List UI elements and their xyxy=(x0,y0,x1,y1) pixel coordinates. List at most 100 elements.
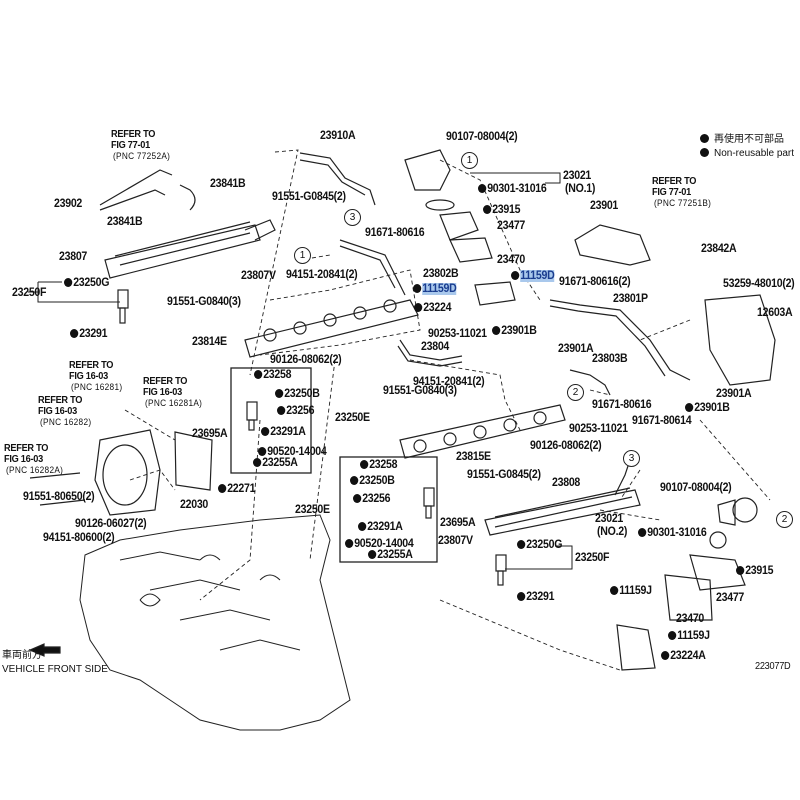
part-callout-23250b[interactable]: 23250B xyxy=(350,475,395,488)
part-callout-23021[interactable]: 23021 xyxy=(595,513,623,526)
part-callout-90126-08062-2-[interactable]: 90126-08062(2) xyxy=(270,354,342,367)
part-callout-91551-80650-2-[interactable]: 91551-80650(2) xyxy=(23,491,95,504)
part-callout-23802b[interactable]: 23802B xyxy=(423,268,459,281)
part-callout-11159j[interactable]: 11159J xyxy=(610,585,652,598)
part-callout-22271[interactable]: 22271 xyxy=(218,483,256,496)
part-callout-23255a[interactable]: 23255A xyxy=(368,549,413,562)
part-callout-23910a[interactable]: 23910A xyxy=(320,130,356,143)
part-callout-23901a[interactable]: 23901A xyxy=(558,343,594,356)
part-callout-23258[interactable]: 23258 xyxy=(360,459,398,472)
part-number: 94151-20841(2) xyxy=(286,269,358,281)
part-number: 23291 xyxy=(526,591,555,603)
non-reusable-dot-icon xyxy=(511,271,520,280)
part-callout-23477[interactable]: 23477 xyxy=(497,220,525,233)
part-callout-53259-48010-2-[interactable]: 53259-48010(2) xyxy=(723,278,795,291)
part-callout-23291a[interactable]: 23291A xyxy=(358,521,403,534)
part-callout-90520-14004[interactable]: 90520-14004 xyxy=(258,446,327,459)
part-callout-94151-80600-2-[interactable]: 94151-80600(2) xyxy=(43,532,115,545)
part-callout-23258[interactable]: 23258 xyxy=(254,369,292,382)
part-callout-23291a[interactable]: 23291A xyxy=(261,426,306,439)
part-callout-11159j[interactable]: 11159J xyxy=(668,630,710,643)
part-callout-23255a[interactable]: 23255A xyxy=(253,457,298,470)
part-callout-23807v[interactable]: 23807V xyxy=(241,270,276,283)
part-callout-90301-31016[interactable]: 90301-31016 xyxy=(638,527,707,540)
part-callout-23804[interactable]: 23804 xyxy=(421,341,449,354)
part-callout-91671-80616[interactable]: 91671-80616 xyxy=(365,227,425,240)
part-callout-23815e[interactable]: 23815E xyxy=(456,451,491,464)
part-callout-23256[interactable]: 23256 xyxy=(277,405,315,418)
part-callout-23841b[interactable]: 23841B xyxy=(107,216,143,229)
part-callout--no-2-[interactable]: (NO.2) xyxy=(597,526,627,539)
non-reusable-dot-icon xyxy=(258,447,267,456)
part-callout-90520-14004[interactable]: 90520-14004 xyxy=(345,538,414,551)
part-callout-23477[interactable]: 23477 xyxy=(716,592,744,605)
part-callout-23250g[interactable]: 23250G xyxy=(64,277,109,290)
part-callout-90253-11021[interactable]: 90253-11021 xyxy=(569,423,628,436)
part-callout-91671-80616-2-[interactable]: 91671-80616(2) xyxy=(559,276,631,289)
part-number: 23807V xyxy=(241,270,276,282)
part-callout-23902[interactable]: 23902 xyxy=(54,198,82,211)
part-callout-90126-08062-2-[interactable]: 90126-08062(2) xyxy=(530,440,602,453)
part-callout-23695a[interactable]: 23695A xyxy=(192,428,228,441)
part-callout-90301-31016[interactable]: 90301-31016 xyxy=(478,183,547,196)
connection-marker-2: 2 xyxy=(776,511,793,528)
part-callout-23901b[interactable]: 23901B xyxy=(685,402,730,415)
non-reusable-dot-icon xyxy=(483,205,492,214)
part-callout-23250f[interactable]: 23250F xyxy=(575,552,610,565)
part-callout-12603a[interactable]: 12603A xyxy=(757,307,793,320)
part-callout-23803b[interactable]: 23803B xyxy=(592,353,628,366)
non-reusable-dot-icon xyxy=(661,651,670,660)
part-number: 23841B xyxy=(107,216,143,228)
part-callout-91551-g0840-3-[interactable]: 91551-G0840(3) xyxy=(167,296,241,309)
part-callout-23915[interactable]: 23915 xyxy=(483,204,521,217)
part-callout-94151-20841-2-[interactable]: 94151-20841(2) xyxy=(413,376,485,389)
part-number: 23255A xyxy=(377,549,413,561)
part-callout-23291[interactable]: 23291 xyxy=(70,328,108,341)
part-number: 90520-14004 xyxy=(267,446,327,458)
part-callout-91551-g0845-2-[interactable]: 91551-G0845(2) xyxy=(272,191,346,204)
part-callout-90107-08004-2-[interactable]: 90107-08004(2) xyxy=(660,482,732,495)
part-callout-23291[interactable]: 23291 xyxy=(517,591,555,604)
part-callout-23814e[interactable]: 23814E xyxy=(192,336,227,349)
part-callout-23250g[interactable]: 23250G xyxy=(517,539,562,552)
part-callout-91671-80616[interactable]: 91671-80616 xyxy=(592,399,652,412)
part-callout-23841b[interactable]: 23841B xyxy=(210,178,246,191)
part-number: 11159D xyxy=(422,283,457,295)
part-callout-23224[interactable]: 23224 xyxy=(414,302,452,315)
part-callout-23250e[interactable]: 23250E xyxy=(335,412,370,425)
part-callout-90107-08004-2-[interactable]: 90107-08004(2) xyxy=(446,131,518,144)
part-number: 23291A xyxy=(270,426,306,438)
part-callout-91551-g0845-2-[interactable]: 91551-G0845(2) xyxy=(467,469,541,482)
part-callout-23915[interactable]: 23915 xyxy=(736,565,774,578)
part-number: 23477 xyxy=(497,220,526,232)
part-callout-11159d[interactable]: 11159D xyxy=(511,270,555,283)
part-callout-23470[interactable]: 23470 xyxy=(676,613,704,626)
part-callout-23842a[interactable]: 23842A xyxy=(701,243,737,256)
part-callout-91551-g0840-3-[interactable]: 91551-G0840(3) xyxy=(383,385,457,398)
part-callout-23801p[interactable]: 23801P xyxy=(613,293,648,306)
part-callout-22030[interactable]: 22030 xyxy=(180,499,208,512)
refer-to-note-line: REFER TO xyxy=(652,176,697,187)
part-callout-23250b[interactable]: 23250B xyxy=(275,388,320,401)
part-callout-90253-11021[interactable]: 90253-11021 xyxy=(428,328,487,341)
part-callout--no-1-[interactable]: (NO.1) xyxy=(565,183,595,196)
part-callout-23256[interactable]: 23256 xyxy=(353,493,391,506)
part-callout-23901b[interactable]: 23901B xyxy=(492,325,537,338)
part-number: 23255A xyxy=(262,457,298,469)
part-callout-23808[interactable]: 23808 xyxy=(552,477,580,490)
part-callout-23807v[interactable]: 23807V xyxy=(438,535,473,548)
part-callout-91671-80614[interactable]: 91671-80614 xyxy=(632,415,692,428)
part-callout-23250e[interactable]: 23250E xyxy=(295,504,330,517)
part-callout-11159d[interactable]: 11159D xyxy=(413,283,457,296)
part-callout-23807[interactable]: 23807 xyxy=(59,251,87,264)
part-callout-23021[interactable]: 23021 xyxy=(563,170,591,183)
part-callout-23695a[interactable]: 23695A xyxy=(440,517,476,530)
part-callout-23250f[interactable]: 23250F xyxy=(12,287,47,300)
part-callout-90126-06027-2-[interactable]: 90126-06027(2) xyxy=(75,518,147,531)
part-callout-94151-20841-2-[interactable]: 94151-20841(2) xyxy=(286,269,358,282)
part-callout-23470[interactable]: 23470 xyxy=(497,254,525,267)
part-callout-23901[interactable]: 23901 xyxy=(590,200,618,213)
part-callout-23901a[interactable]: 23901A xyxy=(716,388,752,401)
part-callout-23224a[interactable]: 23224A xyxy=(661,650,706,663)
legend-en-text: Non-reusable part xyxy=(714,148,795,159)
